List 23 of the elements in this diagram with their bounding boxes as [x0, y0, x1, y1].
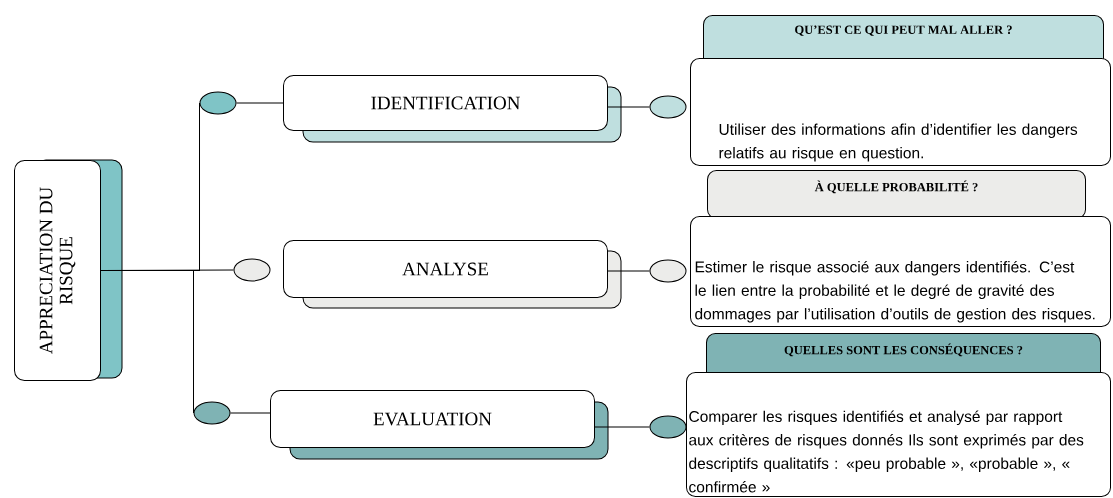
connector-circle: [649, 415, 687, 439]
connector-line: [594, 426, 650, 428]
connector-circle: [233, 258, 271, 282]
description-box: Estimer le risque associé aux dangers identifiés. C’est le lien entre la probabilité et le degré de gravité des dommages par l’utilisation d’outils de gestion des risques.: [690, 216, 1111, 327]
step-box: IDENTIFICATION: [283, 75, 622, 143]
connector-line: [230, 412, 271, 414]
connector-line: [607, 106, 650, 108]
connector-circle: [649, 95, 687, 119]
question-box: À QUELLE PROBABILITÉ ?: [707, 170, 1086, 219]
connector-circle: [193, 401, 231, 425]
step-box: ANALYSE: [283, 240, 622, 309]
node-label: Estimer le risque associé aux dangers identifiés. C’est le lien entre la probabilité et le degré de gravité des dommages par l’utilisation d’outils de gestion des risques.: [695, 260, 1095, 323]
connector-line: [236, 102, 284, 104]
connector-circle: [649, 259, 687, 283]
node-label: Comparer les risques identifiés et analysé par rapport aux critères de risques donnés Ils sont exprimés par des descriptifs qualitatifs : «peu probable », «probable », « confirmée »: [689, 410, 1084, 493]
step-box: EVALUATION: [270, 390, 609, 460]
node-label: Utiliser des informations afin d’identifier les dangers relatifs au risque en question.: [719, 123, 1078, 162]
connector-circle: [199, 91, 237, 115]
title-box: APPRECIATION DU RISQUE: [14, 159, 123, 381]
description-box: Utiliser des informations afin d’identifier les dangers relatifs au risque en question.: [690, 58, 1111, 166]
description-box: Comparer les risques identifiés et analysé par rapport aux critères de risques donnés Ils sont exprimés par des descriptifs qualitatifs : «peu probable », «probable », « confirmée »: [686, 372, 1111, 497]
connector-line: [607, 270, 650, 272]
connector-line: [100, 270, 194, 414]
